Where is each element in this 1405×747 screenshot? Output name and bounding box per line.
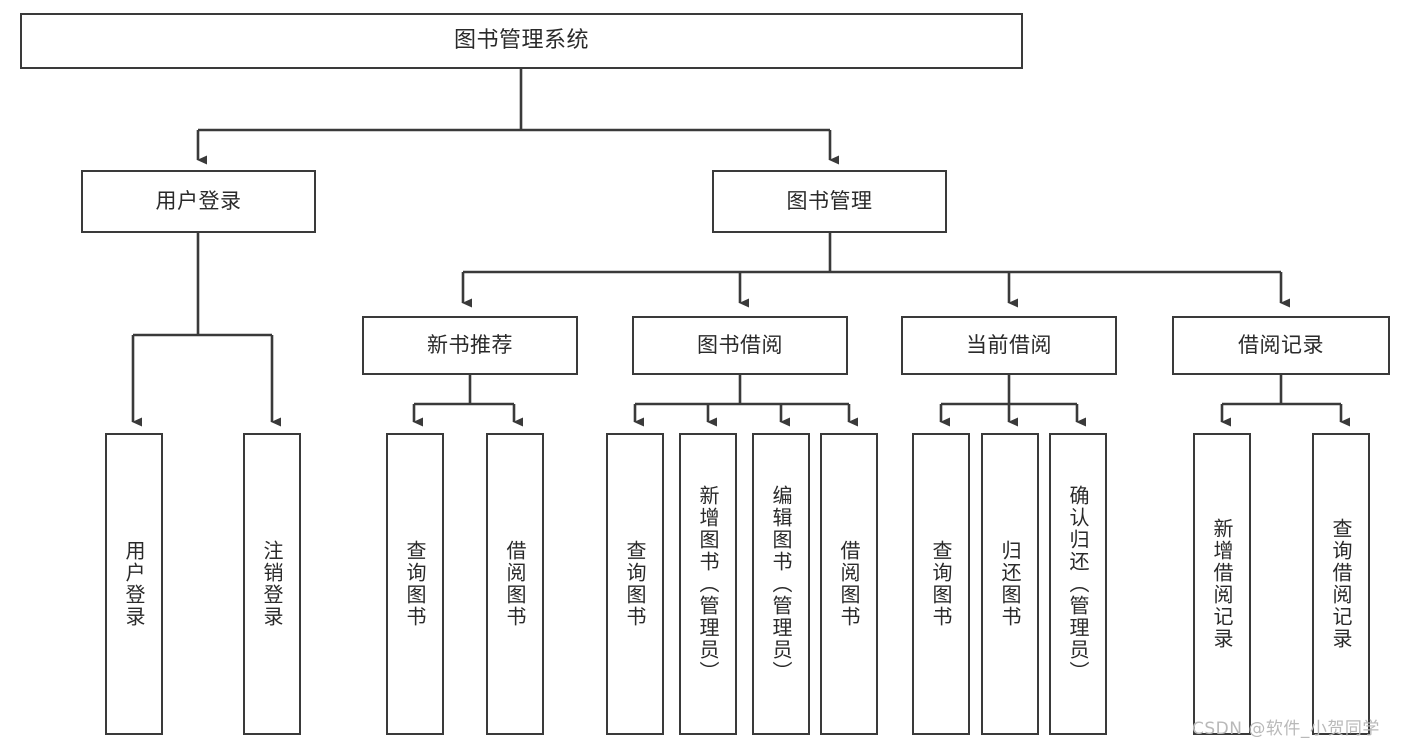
leaf-confirm-return-admin-label: 确认归还（管理员） <box>1066 485 1090 683</box>
leaf-current-query-book-label: 查询图书 <box>929 540 953 628</box>
leaf-borrow-book-label: 借阅图书 <box>837 540 861 628</box>
leaf-newbook-query-book[interactable]: 查询图书 <box>386 433 444 735</box>
node-book-management-label: 图书管理 <box>786 189 873 214</box>
leaf-borrow-query-book-label: 查询图书 <box>623 540 647 628</box>
leaf-add-borrow-record[interactable]: 新增借阅记录 <box>1193 433 1251 735</box>
leaf-logout-label: 注销登录 <box>260 540 284 628</box>
leaf-borrow-book[interactable]: 借阅图书 <box>820 433 878 735</box>
leaf-user-login[interactable]: 用户登录 <box>105 433 163 735</box>
leaf-newbook-query-book-label: 查询图书 <box>403 540 427 628</box>
node-borrow-record-label: 借阅记录 <box>1238 333 1324 358</box>
node-borrow-record[interactable]: 借阅记录 <box>1172 316 1390 375</box>
node-root-label: 图书管理系统 <box>453 28 589 54</box>
leaf-return-book[interactable]: 归还图书 <box>981 433 1039 735</box>
leaf-confirm-return-admin[interactable]: 确认归还（管理员） <box>1049 433 1107 735</box>
leaf-query-borrow-record-label: 查询借阅记录 <box>1329 518 1353 650</box>
leaf-user-login-label: 用户登录 <box>122 540 146 628</box>
leaf-add-book-admin[interactable]: 新增图书（管理员） <box>679 433 737 735</box>
node-user-login[interactable]: 用户登录 <box>81 170 316 233</box>
node-book-borrow-label: 图书借阅 <box>697 333 783 358</box>
leaf-return-book-label: 归还图书 <box>998 540 1022 628</box>
leaf-borrow-query-book[interactable]: 查询图书 <box>606 433 664 735</box>
node-book-borrow[interactable]: 图书借阅 <box>632 316 848 375</box>
leaf-edit-book-admin-label: 编辑图书（管理员） <box>769 485 793 683</box>
leaf-logout[interactable]: 注销登录 <box>243 433 301 735</box>
watermark-text: CSDN @软件_小贺同学 <box>1192 719 1380 739</box>
node-current-borrow-label: 当前借阅 <box>966 333 1052 358</box>
leaf-edit-book-admin[interactable]: 编辑图书（管理员） <box>752 433 810 735</box>
leaf-query-borrow-record[interactable]: 查询借阅记录 <box>1312 433 1370 735</box>
node-root[interactable]: 图书管理系统 <box>20 13 1023 69</box>
node-user-login-label: 用户登录 <box>155 189 242 214</box>
node-new-book-recommend[interactable]: 新书推荐 <box>362 316 578 375</box>
leaf-add-book-admin-label: 新增图书（管理员） <box>696 485 720 683</box>
leaf-add-borrow-record-label: 新增借阅记录 <box>1210 518 1234 650</box>
leaf-newbook-borrow-book-label: 借阅图书 <box>503 540 527 628</box>
leaf-current-query-book[interactable]: 查询图书 <box>912 433 970 735</box>
node-current-borrow[interactable]: 当前借阅 <box>901 316 1117 375</box>
node-book-management[interactable]: 图书管理 <box>712 170 947 233</box>
leaf-newbook-borrow-book[interactable]: 借阅图书 <box>486 433 544 735</box>
node-new-book-recommend-label: 新书推荐 <box>427 333 513 358</box>
